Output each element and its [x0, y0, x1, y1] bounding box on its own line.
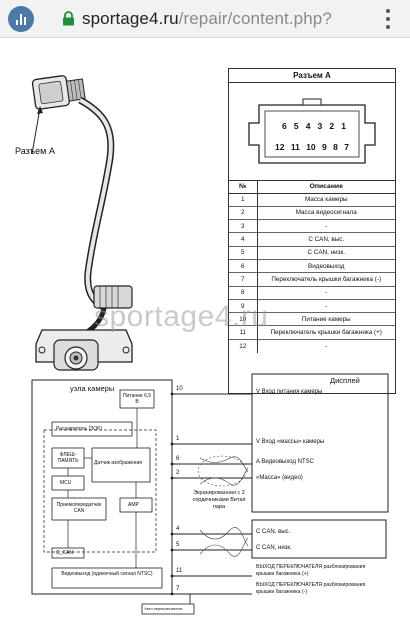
c-can-block: C_CAN [56, 550, 73, 556]
url-domain: sportage4.ru [82, 9, 179, 28]
pin-number-cell: 8 [229, 285, 258, 300]
lock-icon [63, 11, 74, 26]
pin-number-cell: 9 [229, 298, 258, 313]
pin-description-cell: C CAN, выс. [257, 232, 395, 247]
connector-pin-number: 4 [305, 121, 311, 131]
wiring-diagram: узла камеры Дисплей Питание 6,5 В Расшир… [30, 372, 390, 616]
site-chart-icon[interactable] [8, 6, 34, 32]
pin-number-cell: 7 [229, 272, 258, 287]
sensor-block: Датчик изображения [94, 460, 142, 466]
table-row: 12- [229, 338, 395, 353]
pin-description-cell: - [257, 338, 395, 353]
pin-number-cell: 5 [229, 245, 258, 260]
signal-5: C CAN, выс. [256, 529, 291, 535]
signal-8: ВЫХОД ПЕРЕКЛЮЧАТЕЛЯ разблокирования крыш… [256, 582, 366, 595]
mcu-block: MCU [60, 480, 72, 486]
wiring-lines [31, 373, 389, 615]
connector-pin-number: 7 [344, 142, 349, 152]
connector-a-label: Разъем А [15, 146, 55, 156]
pin-number-cell: 3 [229, 219, 258, 233]
pin-description-cell: Масса видеосигнала [257, 205, 395, 220]
pin-number-cell: 12 [229, 338, 258, 353]
pin-description-cell: - [257, 298, 395, 313]
expander-block: Расширитель (ЗОР) [56, 426, 103, 432]
pin-number-cell: 2 [229, 205, 258, 220]
connector-title: Разъем А [229, 69, 395, 83]
connector-pin-number: 3 [317, 121, 323, 131]
pin-number-cell: 4 [229, 232, 258, 247]
connector-pin-number: 9 [322, 142, 327, 152]
table-row: 1 Масса камеры [229, 193, 395, 207]
transceiver-block: Приемопередатчик CAN [56, 502, 102, 514]
pin-description-cell: C CAN, низк. [257, 245, 395, 260]
pin-label-6: 5 [176, 542, 180, 548]
pin-label-1: 10 [176, 386, 183, 392]
url-path: /repair/content.php? [178, 9, 332, 28]
pin-number-cell: 6 [229, 258, 258, 273]
camera-harness-illustration [31, 75, 133, 371]
connector-pin-number: 1 [341, 121, 346, 131]
pin-label-3: 6 [176, 456, 180, 462]
pin-label-2: 1 [176, 436, 180, 442]
signal-1: V Вход питания камеры [256, 389, 323, 395]
pin-description-cell: - [257, 285, 395, 300]
pin-label-4: 2 [176, 470, 180, 476]
pin-number-cell: 11 [229, 325, 258, 340]
signal-4: «Масса» (видео) [256, 475, 303, 481]
pin-description-cell: Переключатель крышки багажника (+) [257, 325, 395, 340]
browser-address-bar: sportage4.ru/repair/content.php? [0, 0, 410, 38]
table-row: 9- [229, 298, 395, 313]
connector-pin-number: 11 [290, 142, 300, 152]
video-out-block: Видеовыход (одиночный сигнал NTSC) [61, 571, 153, 577]
pin-description-cell: Питание камеры [257, 312, 395, 326]
table-row: 3- [229, 219, 395, 233]
shield-note: Экранированная с 2 сердечниками Витая па… [192, 490, 246, 510]
pin-description-cell: - [257, 219, 395, 233]
signal-2: V Вход «массы» камеры [256, 439, 325, 445]
pin-number-cell: 10 [229, 312, 258, 326]
pin-label-8: 7 [176, 586, 180, 592]
pin-description-cell: Масса камеры [304, 196, 348, 204]
connector-pin-number: 12 [275, 142, 285, 152]
signal-7: ВЫХОД ПЕРЕКЛЮЧАТЕЛЯ разблокирования крыш… [256, 564, 366, 577]
pin-label-5: 4 [176, 526, 180, 532]
url-field[interactable]: sportage4.ru/repair/content.php? [82, 9, 332, 29]
table-row: 8- [229, 285, 395, 300]
connector-pin-number: 5 [293, 121, 299, 131]
pin-description-cell: Переключатель крышки багажника (-) [257, 272, 395, 287]
connector-pin-number: 2 [329, 121, 335, 131]
amp-block: AMP [128, 502, 139, 508]
pin-number-cell: 1 [229, 193, 258, 207]
connector-pin-number: 10 [306, 142, 316, 152]
watermark: sportage4.ru [94, 300, 269, 333]
signal-6: C CAN, низк. [256, 545, 292, 551]
pin-label-7: 11 [176, 568, 183, 574]
header-desc: Описание [257, 181, 395, 194]
header-num: № [229, 181, 258, 194]
flash-block: ФЛЕШ-ПАМЯТЬ [57, 452, 79, 464]
pin-description-cell: Видеовыход [257, 258, 395, 273]
connector-pin-number: 6 [282, 121, 287, 131]
display-title: Дисплей [330, 376, 360, 385]
more-vert-icon[interactable] [381, 9, 395, 29]
power-block: Питание 6,5 В [122, 393, 152, 405]
switch-unit-block: Узел переключателя [144, 606, 183, 611]
camera-unit-title: узла камеры [70, 384, 115, 393]
connector-pin-number: 8 [333, 142, 338, 152]
signal-3: A Видеовыход NTSC [256, 459, 315, 465]
